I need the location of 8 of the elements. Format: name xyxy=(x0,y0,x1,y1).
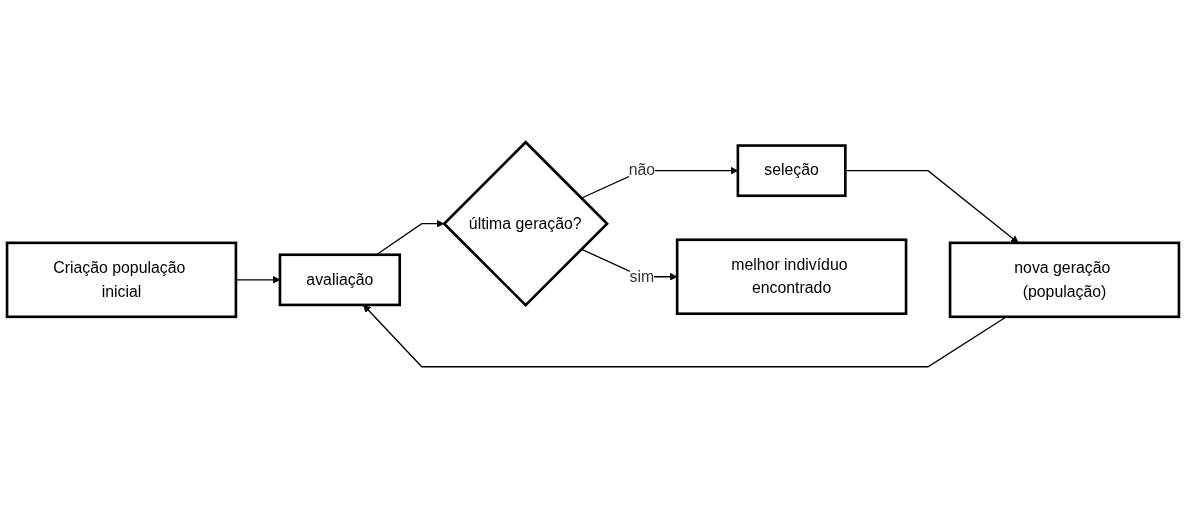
node-box: Criação população inicial xyxy=(5,241,238,319)
node-box: avaliação xyxy=(278,253,402,307)
edge-label: sim xyxy=(629,267,655,286)
node-box: seleção xyxy=(736,144,847,198)
node-box: melhor indivíduo encontrado xyxy=(675,238,908,316)
node-box: nova geração (população) xyxy=(948,241,1181,319)
edge-label: não xyxy=(628,161,656,180)
node-diamond: última geração? xyxy=(442,140,609,308)
